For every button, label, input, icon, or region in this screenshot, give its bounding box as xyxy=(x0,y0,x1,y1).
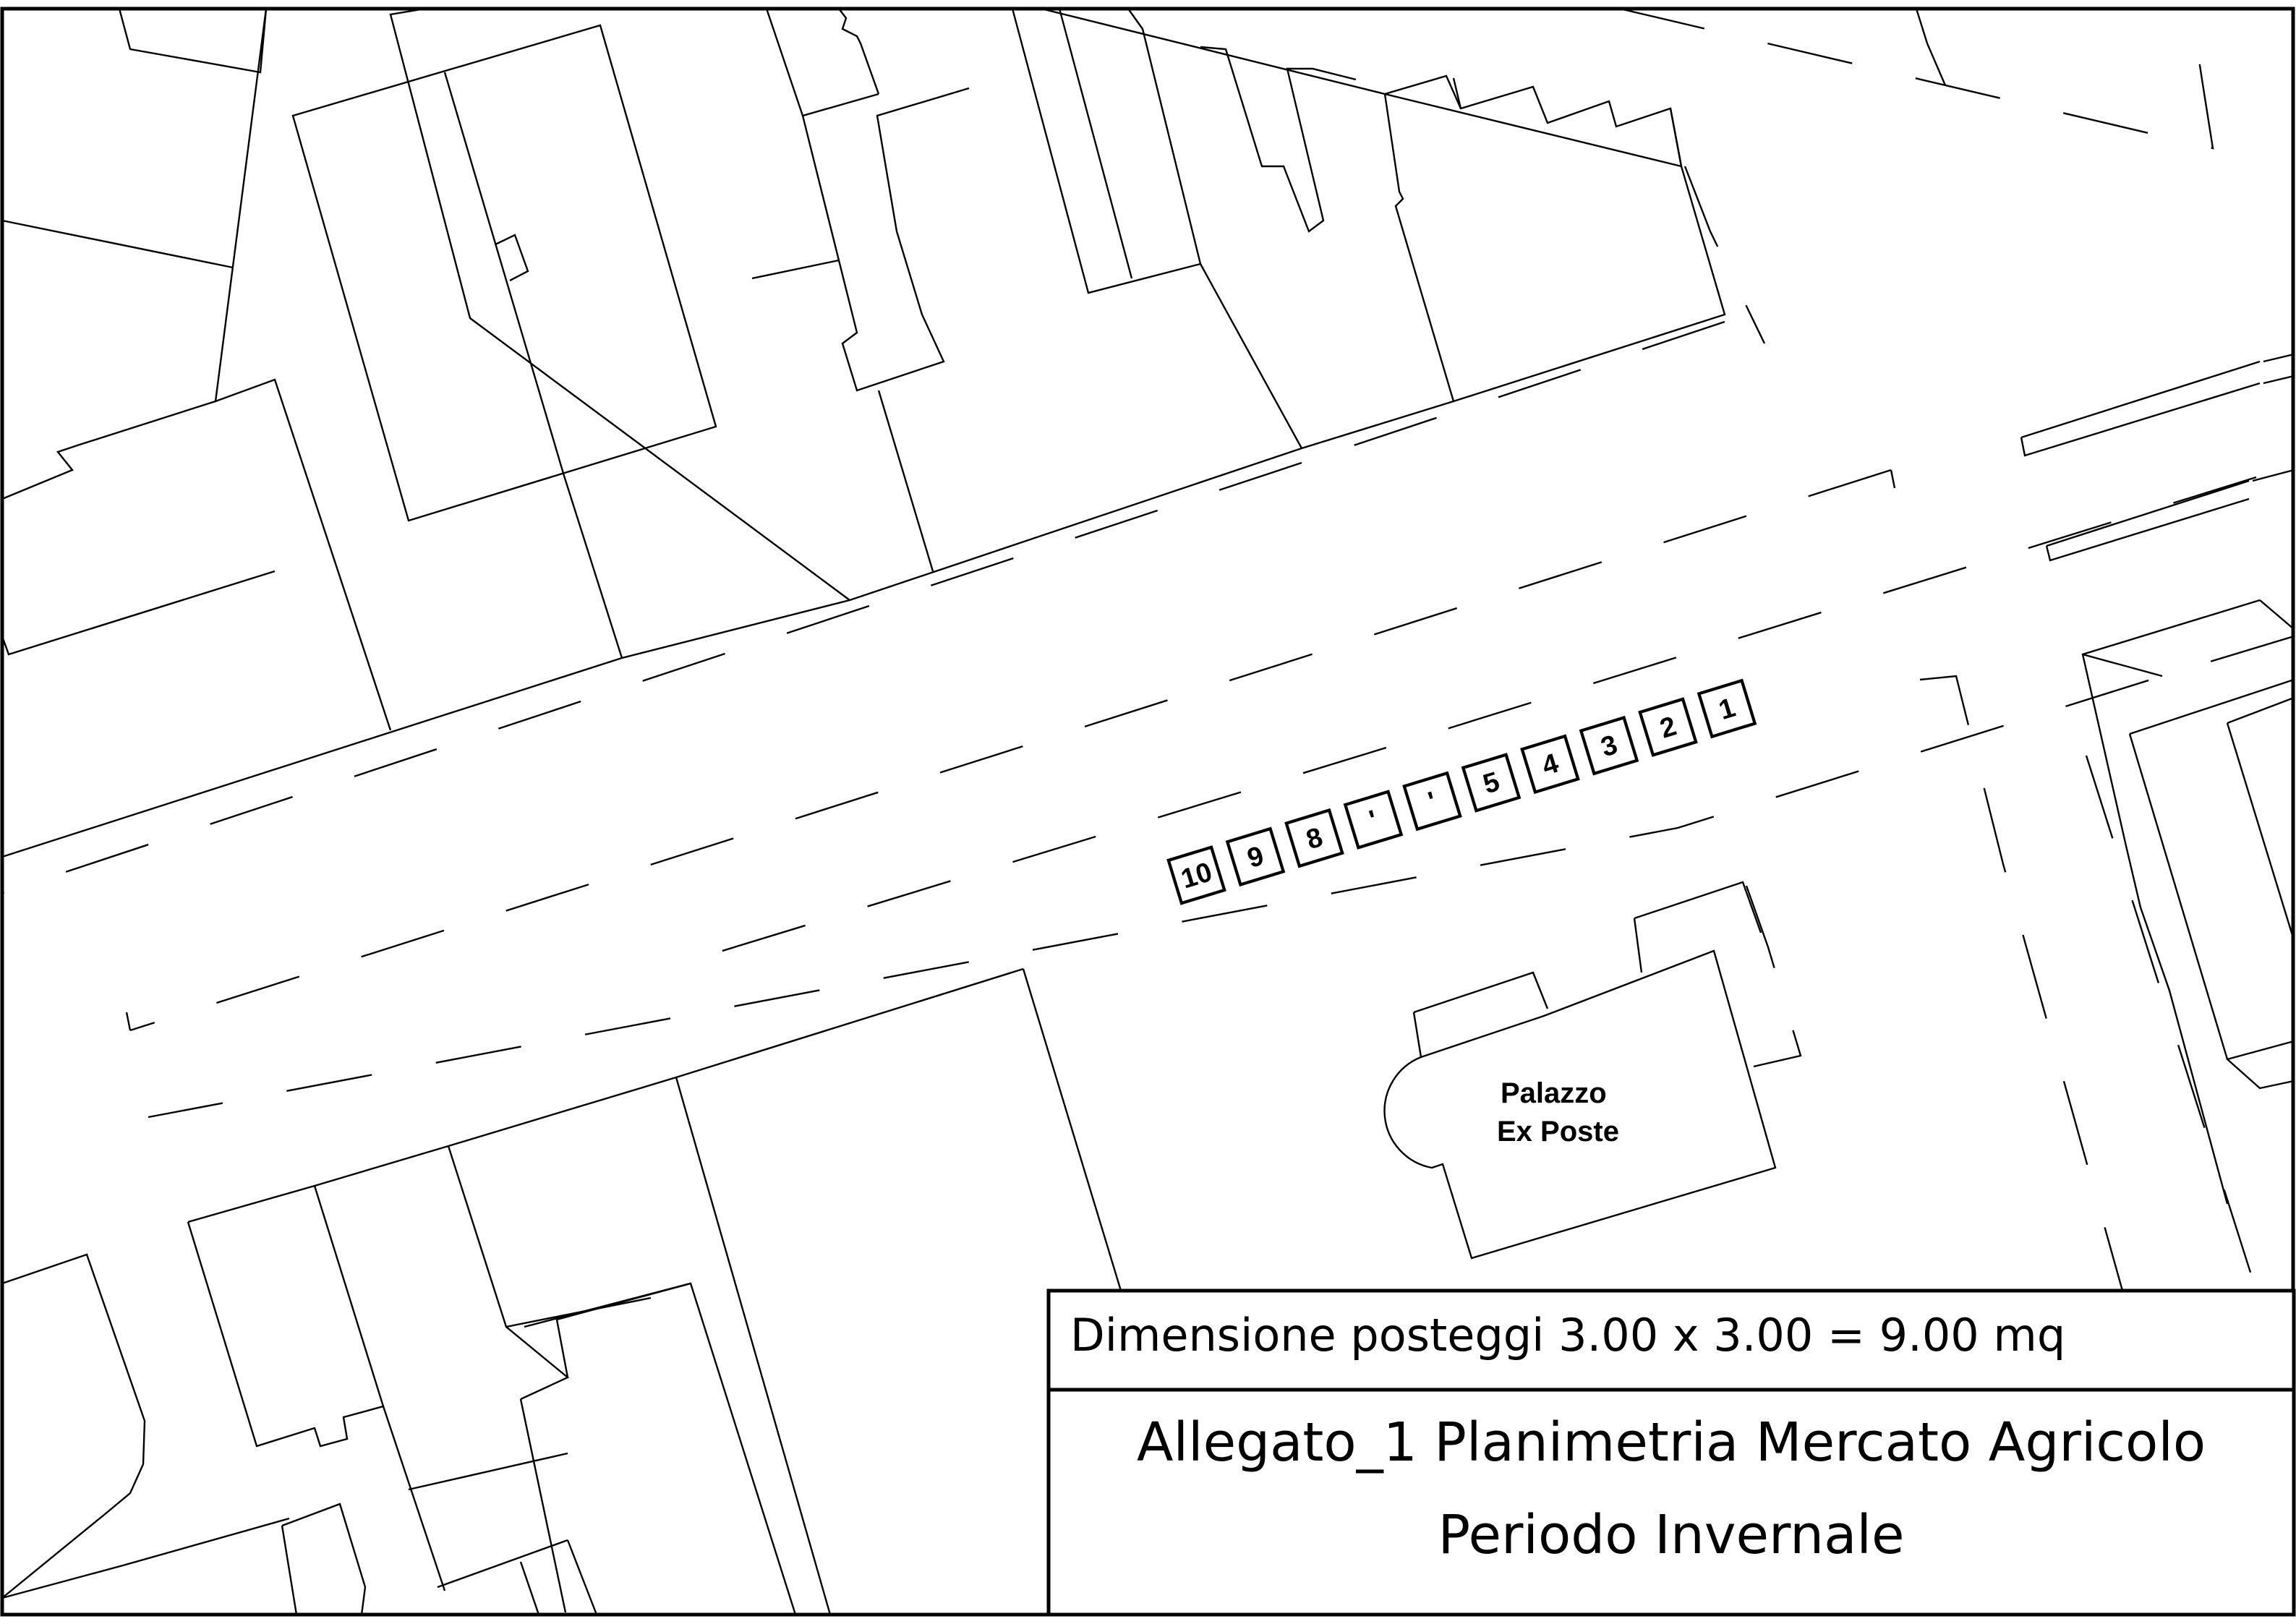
north-right-dashes xyxy=(1619,7,2295,562)
market-stall-box xyxy=(1579,715,1639,776)
market-stall-1: 1 xyxy=(1697,678,1757,739)
legend-box: Dimensione posteggi 3.00 x 3.00 = 9.00 m… xyxy=(1046,1288,2296,1617)
legend-title-line1: Allegato_1 Planimetria Mercato Agricolo xyxy=(1137,1411,2206,1474)
avenue-dashes xyxy=(1,320,2295,1119)
south-buildings xyxy=(1,967,1122,1615)
market-stall-2: 2 xyxy=(1638,697,1698,757)
market-stall-7: ' xyxy=(1343,790,1404,850)
market-stall-10: 10 xyxy=(1166,845,1226,905)
east-buildings xyxy=(1919,599,2295,1291)
market-stall-9: 9 xyxy=(1225,826,1286,887)
market-stall-5: 5 xyxy=(1461,753,1522,813)
building-label-palazzo: Palazzo xyxy=(1501,1077,1607,1109)
market-stall-box xyxy=(1284,808,1344,868)
market-stall-6: ' xyxy=(1402,771,1462,832)
building-label-ex-poste: Ex Poste xyxy=(1497,1116,1619,1148)
market-stall-box xyxy=(1697,678,1757,739)
legend-title-line2: Periodo Invernale xyxy=(1438,1504,1904,1566)
market-stall-4: 4 xyxy=(1520,734,1580,795)
legend-dimension-text: Dimensione posteggi 3.00 x 3.00 = 9.00 m… xyxy=(1070,1309,2065,1362)
market-stall-box xyxy=(1402,771,1462,832)
market-stall-box xyxy=(1520,734,1580,795)
market-stall-3: 3 xyxy=(1579,715,1639,776)
north-buildings xyxy=(1,7,1726,731)
market-stall-box xyxy=(1461,753,1522,813)
market-stall-8: 8 xyxy=(1284,808,1344,868)
market-stall-box xyxy=(1166,845,1226,905)
avenue-north-edge xyxy=(1,447,1302,858)
market-stall-box xyxy=(1225,826,1286,887)
palazzo-ex-poste-building xyxy=(1383,881,1802,1260)
market-stall-box xyxy=(1343,790,1404,850)
market-stall-box xyxy=(1638,697,1698,757)
